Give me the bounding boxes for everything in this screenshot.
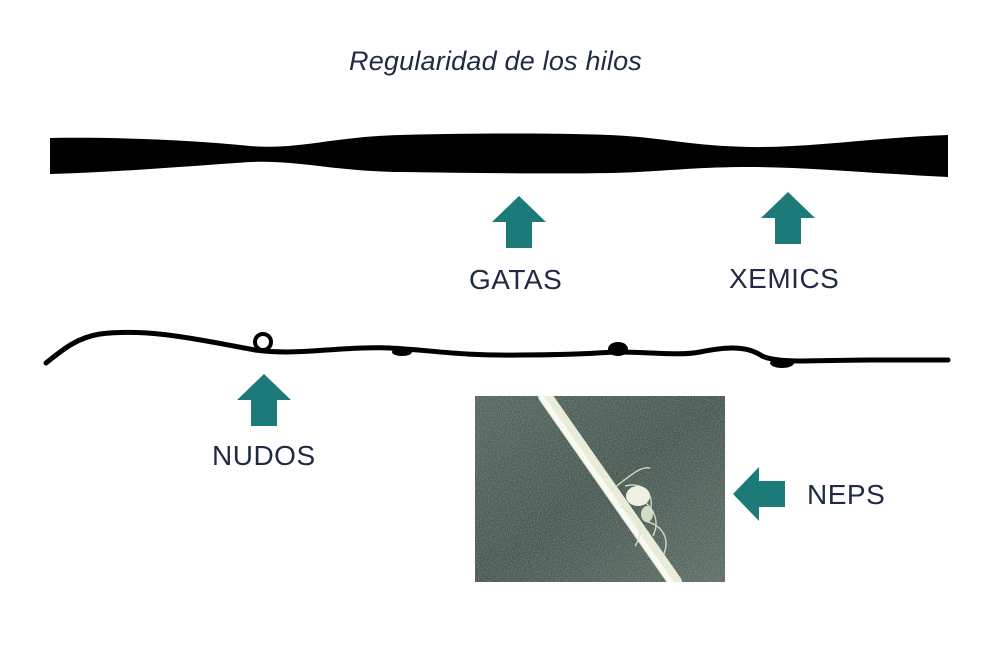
thin-yarn-with-knots [43, 329, 951, 368]
label-nudos: NUDOS [212, 440, 316, 471]
label-neps: NEPS [807, 479, 886, 510]
arrow-up-icon [237, 374, 291, 426]
irregular-thick-yarn [50, 133, 948, 177]
label-gatas: GATAS [469, 264, 563, 295]
nep-photo [475, 396, 725, 582]
label-xemics: XEMICS [729, 263, 840, 294]
arrow-up-icon [761, 192, 815, 244]
arrow-left-icon [733, 467, 785, 521]
arrow-up-icon [492, 196, 546, 248]
diagram-title: Regularidad de los hilos [349, 46, 642, 76]
